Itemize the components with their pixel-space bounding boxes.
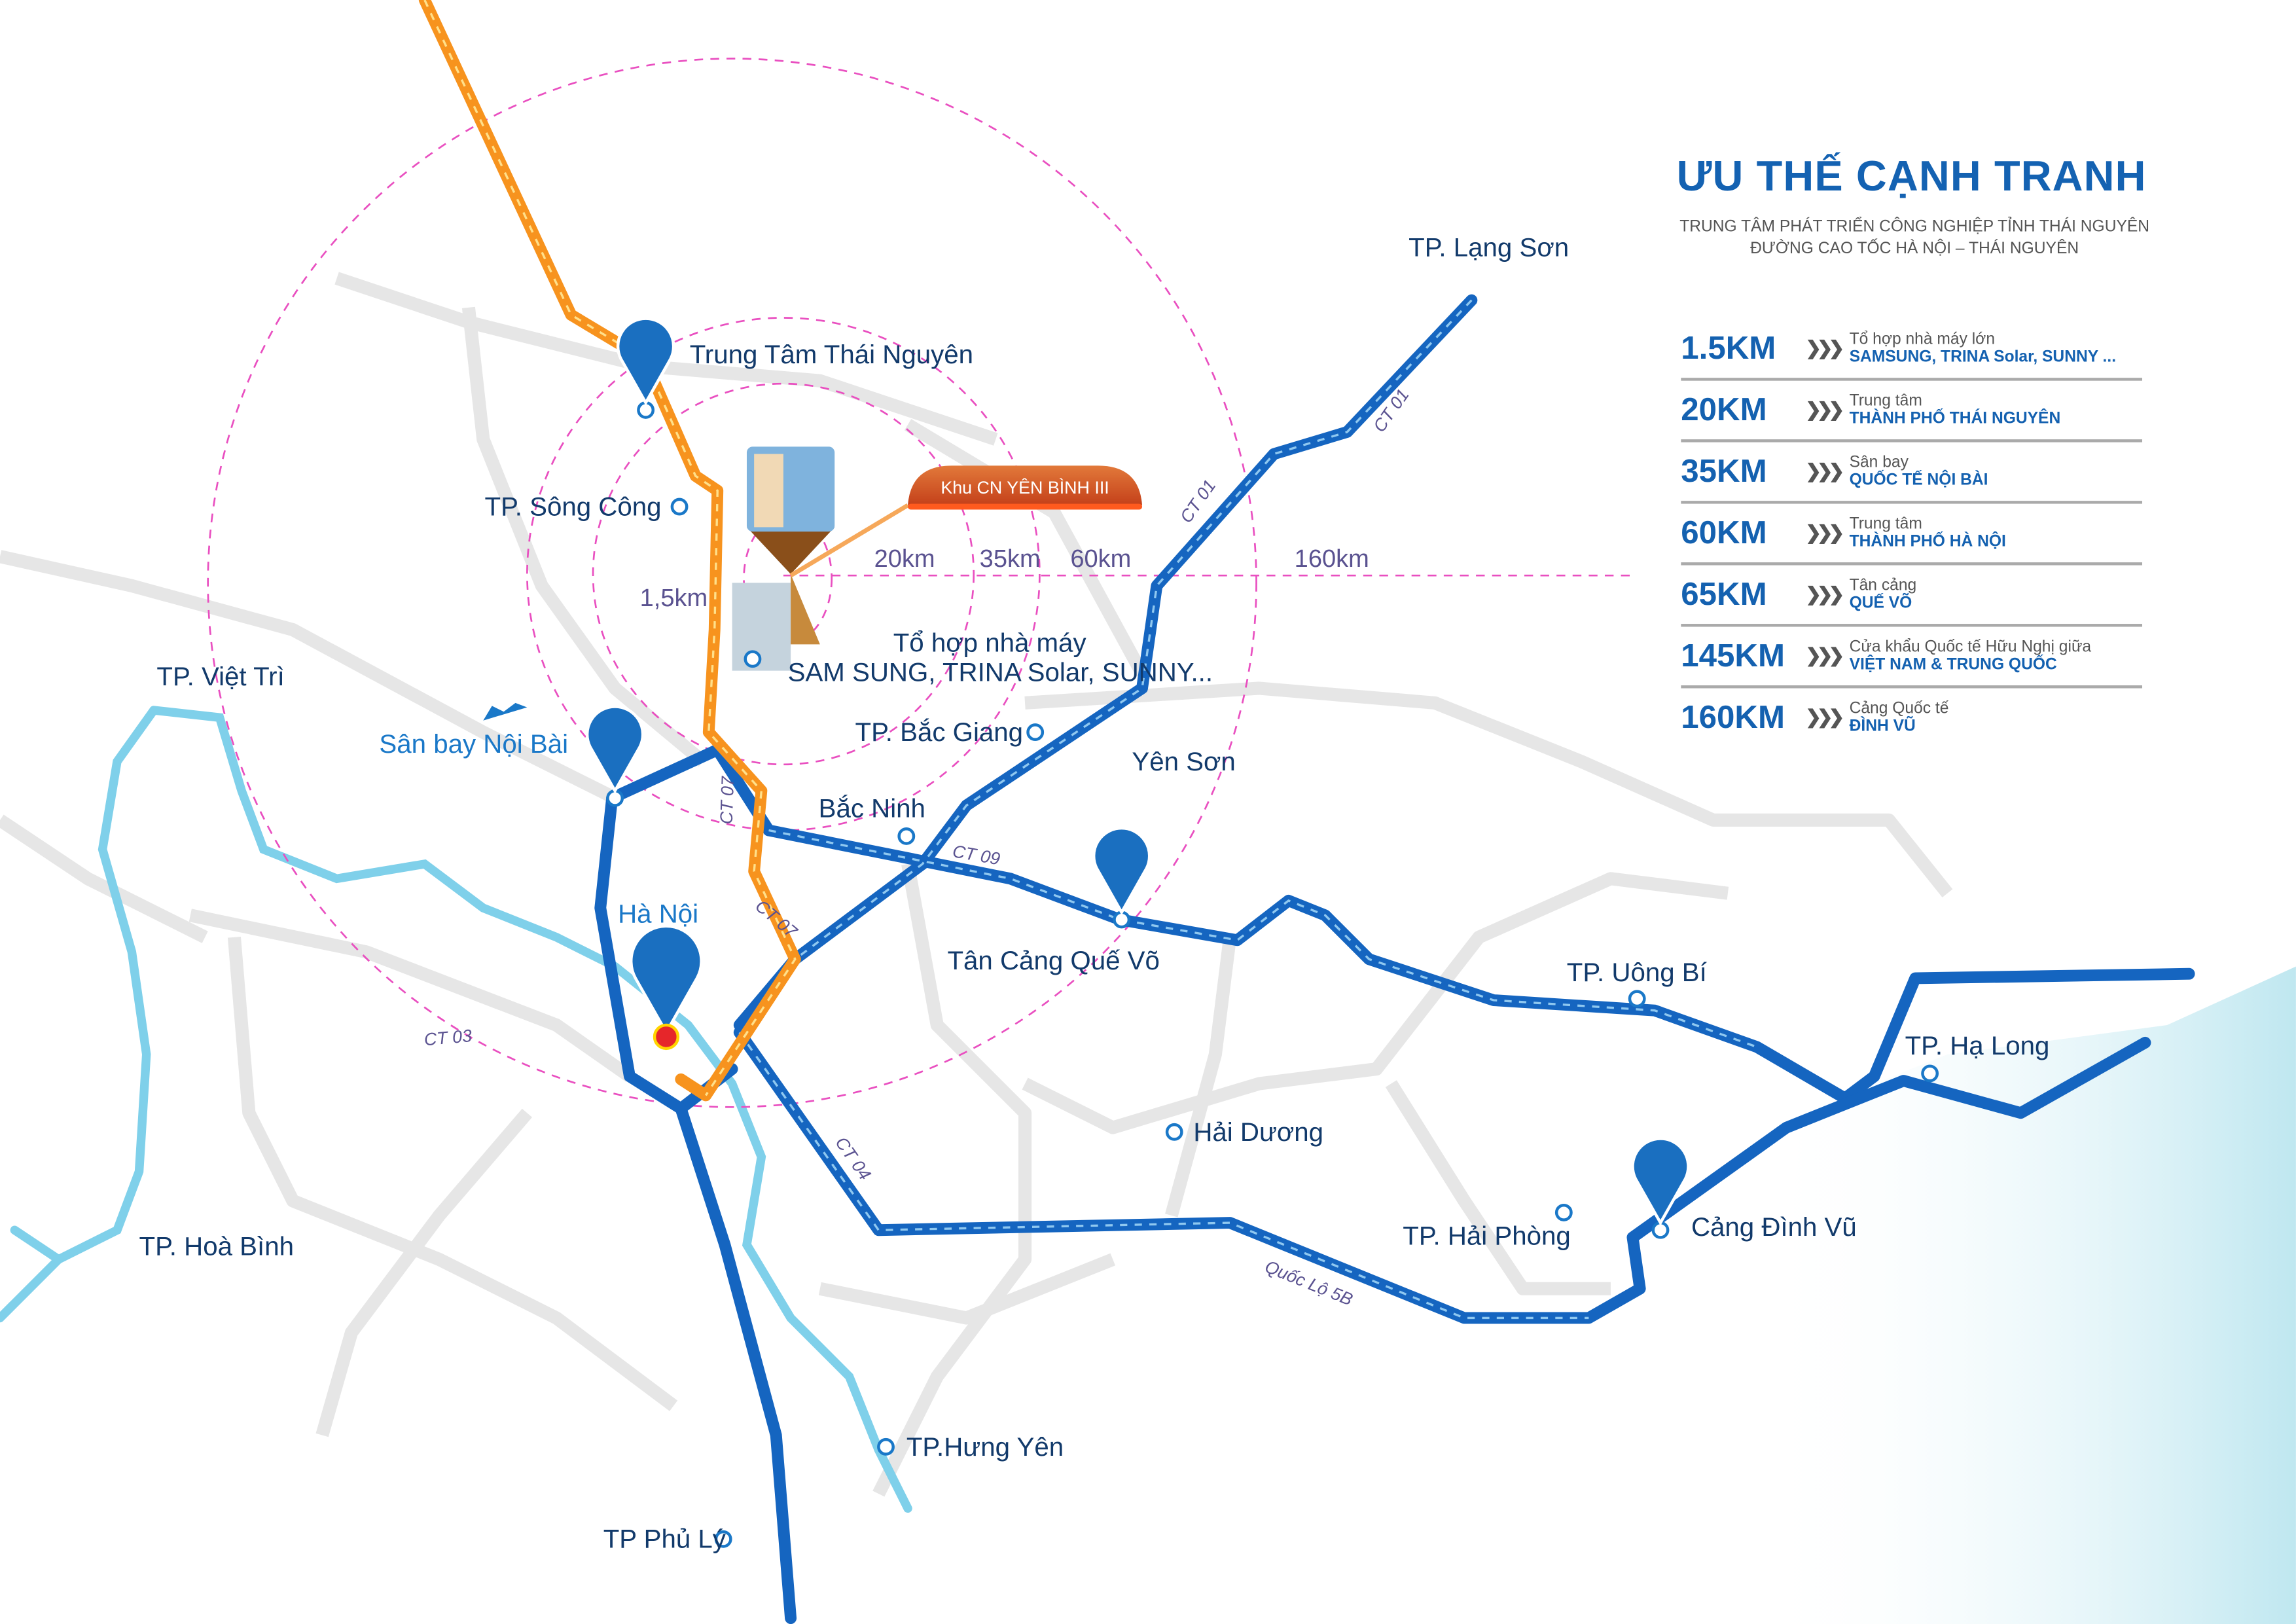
pin-que-vo-icon <box>1092 826 1151 916</box>
distance-target: QUỐC TẾ NỘI BÀI <box>1849 471 1988 490</box>
pin-dinh-vu-icon <box>1631 1137 1690 1226</box>
airplane-icon <box>483 702 528 721</box>
distance-target: ĐÌNH VŨ <box>1849 717 1916 736</box>
sea-area <box>1757 966 2296 1624</box>
distance-value: 1.5KM <box>1681 329 1776 367</box>
chevrons-icon: ❯❯❯ <box>1805 583 1844 605</box>
panel-title: ƯU THẾ CẠNH TRANH <box>1676 153 2147 201</box>
subtitle-line-2: ĐƯỜNG CAO TỐC HÀ NỘI – THÁI NGUYÊN <box>1750 240 2079 258</box>
distance-target: QUẾ VÕ <box>1849 594 1912 613</box>
label-bac-ninh: Bắc Ninh <box>819 793 925 823</box>
chevrons-icon: ❯❯❯ <box>1805 460 1844 482</box>
chevrons-icon: ❯❯❯ <box>1805 521 1844 544</box>
distance-value: 60KM <box>1681 514 1767 551</box>
distance-target: VIỆT NAM & TRUNG QUỐC <box>1849 656 2057 674</box>
label-factory-2: SAM SUNG, TRINA Solar, SUNNY... <box>788 657 1213 687</box>
road-label-ct07: CT 07 <box>717 776 738 825</box>
distance-value: 20KM <box>1681 391 1767 428</box>
label-yen-son: Yên Sơn <box>1132 747 1235 776</box>
road-label-ct07-b: CT 07 <box>751 896 801 943</box>
distance-value: 35KM <box>1681 452 1767 490</box>
label-hung-yen: TP.Hưng Yên <box>906 1432 1064 1462</box>
chevrons-icon: ❯❯❯ <box>1805 398 1844 421</box>
minor-roads <box>0 272 1953 1497</box>
capital-star-icon <box>653 1023 680 1051</box>
distance-value: 160KM <box>1681 698 1785 736</box>
industrial-park-marker: Khu CN YÊN BÌNH III <box>732 446 1143 671</box>
label-thai-nguyen: Trung Tâm Thái Nguyên <box>690 340 973 369</box>
label-hai-duong: Hải Dương <box>1193 1117 1323 1147</box>
distance-caption: Tân cảng <box>1849 577 1917 595</box>
distance-target: SAMSUNG, TRINA Solar, SUNNY ... <box>1849 348 2117 367</box>
ring-label-1-5km: 1,5km <box>640 585 708 612</box>
label-phu-ly: TP Phủ Lý <box>603 1525 726 1554</box>
label-hai-phong: TP. Hải Phòng <box>1403 1221 1571 1251</box>
chevrons-icon: ❯❯❯ <box>1805 706 1844 728</box>
distance-caption: Trung tâm <box>1849 515 1922 533</box>
chevrons-icon: ❯❯❯ <box>1805 644 1844 666</box>
subtitle-line-1: TRUNG TÂM PHÁT TRIỂN CÔNG NGHIỆP TỈNH TH… <box>1679 218 2150 236</box>
distance-caption: Sân bay <box>1849 454 1909 472</box>
label-ha-long: TP. Hạ Long <box>1905 1031 2050 1060</box>
pin-ha-noi-icon <box>630 924 703 1036</box>
panel-subtitle: TRUNG TÂM PHÁT TRIỂN CÔNG NGHIỆP TỈNH TH… <box>1677 217 2153 261</box>
label-factory-1: Tổ hợp nhà máy <box>893 628 1087 658</box>
park-tag <box>908 465 1143 505</box>
label-ha-noi: Hà Nội <box>618 899 698 928</box>
label-que-vo: Tân Cảng Quế Võ <box>947 946 1159 975</box>
ring-label-160km: 160km <box>1295 545 1369 573</box>
label-dinh-vu: Cảng Đình Vũ <box>1691 1212 1857 1242</box>
park-label: Khu CN YÊN BÌNH III <box>941 477 1109 497</box>
distance-caption: Cảng Quốc tế <box>1849 700 1949 718</box>
distance-target: THÀNH PHỐ HÀ NỘI <box>1849 533 2006 551</box>
distance-caption: Trung tâm <box>1849 392 1922 410</box>
advantage-panel: ƯU THẾ CẠNH TRANH TRUNG TÂM PHÁT TRIỂN C… <box>1677 154 2153 747</box>
label-bac-giang: TP. Bắc Giang <box>855 717 1024 747</box>
label-lang-son: TP. Lạng Sơn <box>1408 233 1569 262</box>
label-song-cong: TP. Sông Công <box>485 492 662 521</box>
pin-thai-nguyen-icon <box>616 317 675 406</box>
label-hoa-binh: TP. Hoà Bình <box>139 1231 294 1261</box>
distance-rings <box>207 58 1633 1108</box>
label-uong-bi: TP. Uông Bí <box>1567 958 1707 987</box>
place-dots <box>606 401 1939 1548</box>
distance-caption: Tổ hợp nhà máy lớn <box>1849 331 1996 349</box>
label-noi-bai: Sân bay Nội Bài <box>379 729 568 759</box>
ring-label-35km: 35km <box>980 545 1041 573</box>
chevrons-icon: ❯❯❯ <box>1805 336 1844 359</box>
distance-value: 65KM <box>1681 575 1767 613</box>
distance-target: THÀNH PHỐ THÁI NGUYÊN <box>1849 410 2061 428</box>
location-pins <box>585 317 1690 1226</box>
pin-noi-bai-icon <box>585 705 645 794</box>
road-label-ct03: CT 03 <box>423 1026 473 1049</box>
distance-caption: Cửa khẩu Quốc tế Hữu Nghị giữa <box>1849 638 2092 657</box>
road-label-ct01-b: CT 01 <box>1369 386 1412 436</box>
distance-value: 145KM <box>1681 637 1785 674</box>
ring-label-60km: 60km <box>1070 545 1131 573</box>
ring-label-20km: 20km <box>874 545 935 573</box>
label-viet-tri: TP. Việt Trì <box>156 662 284 691</box>
